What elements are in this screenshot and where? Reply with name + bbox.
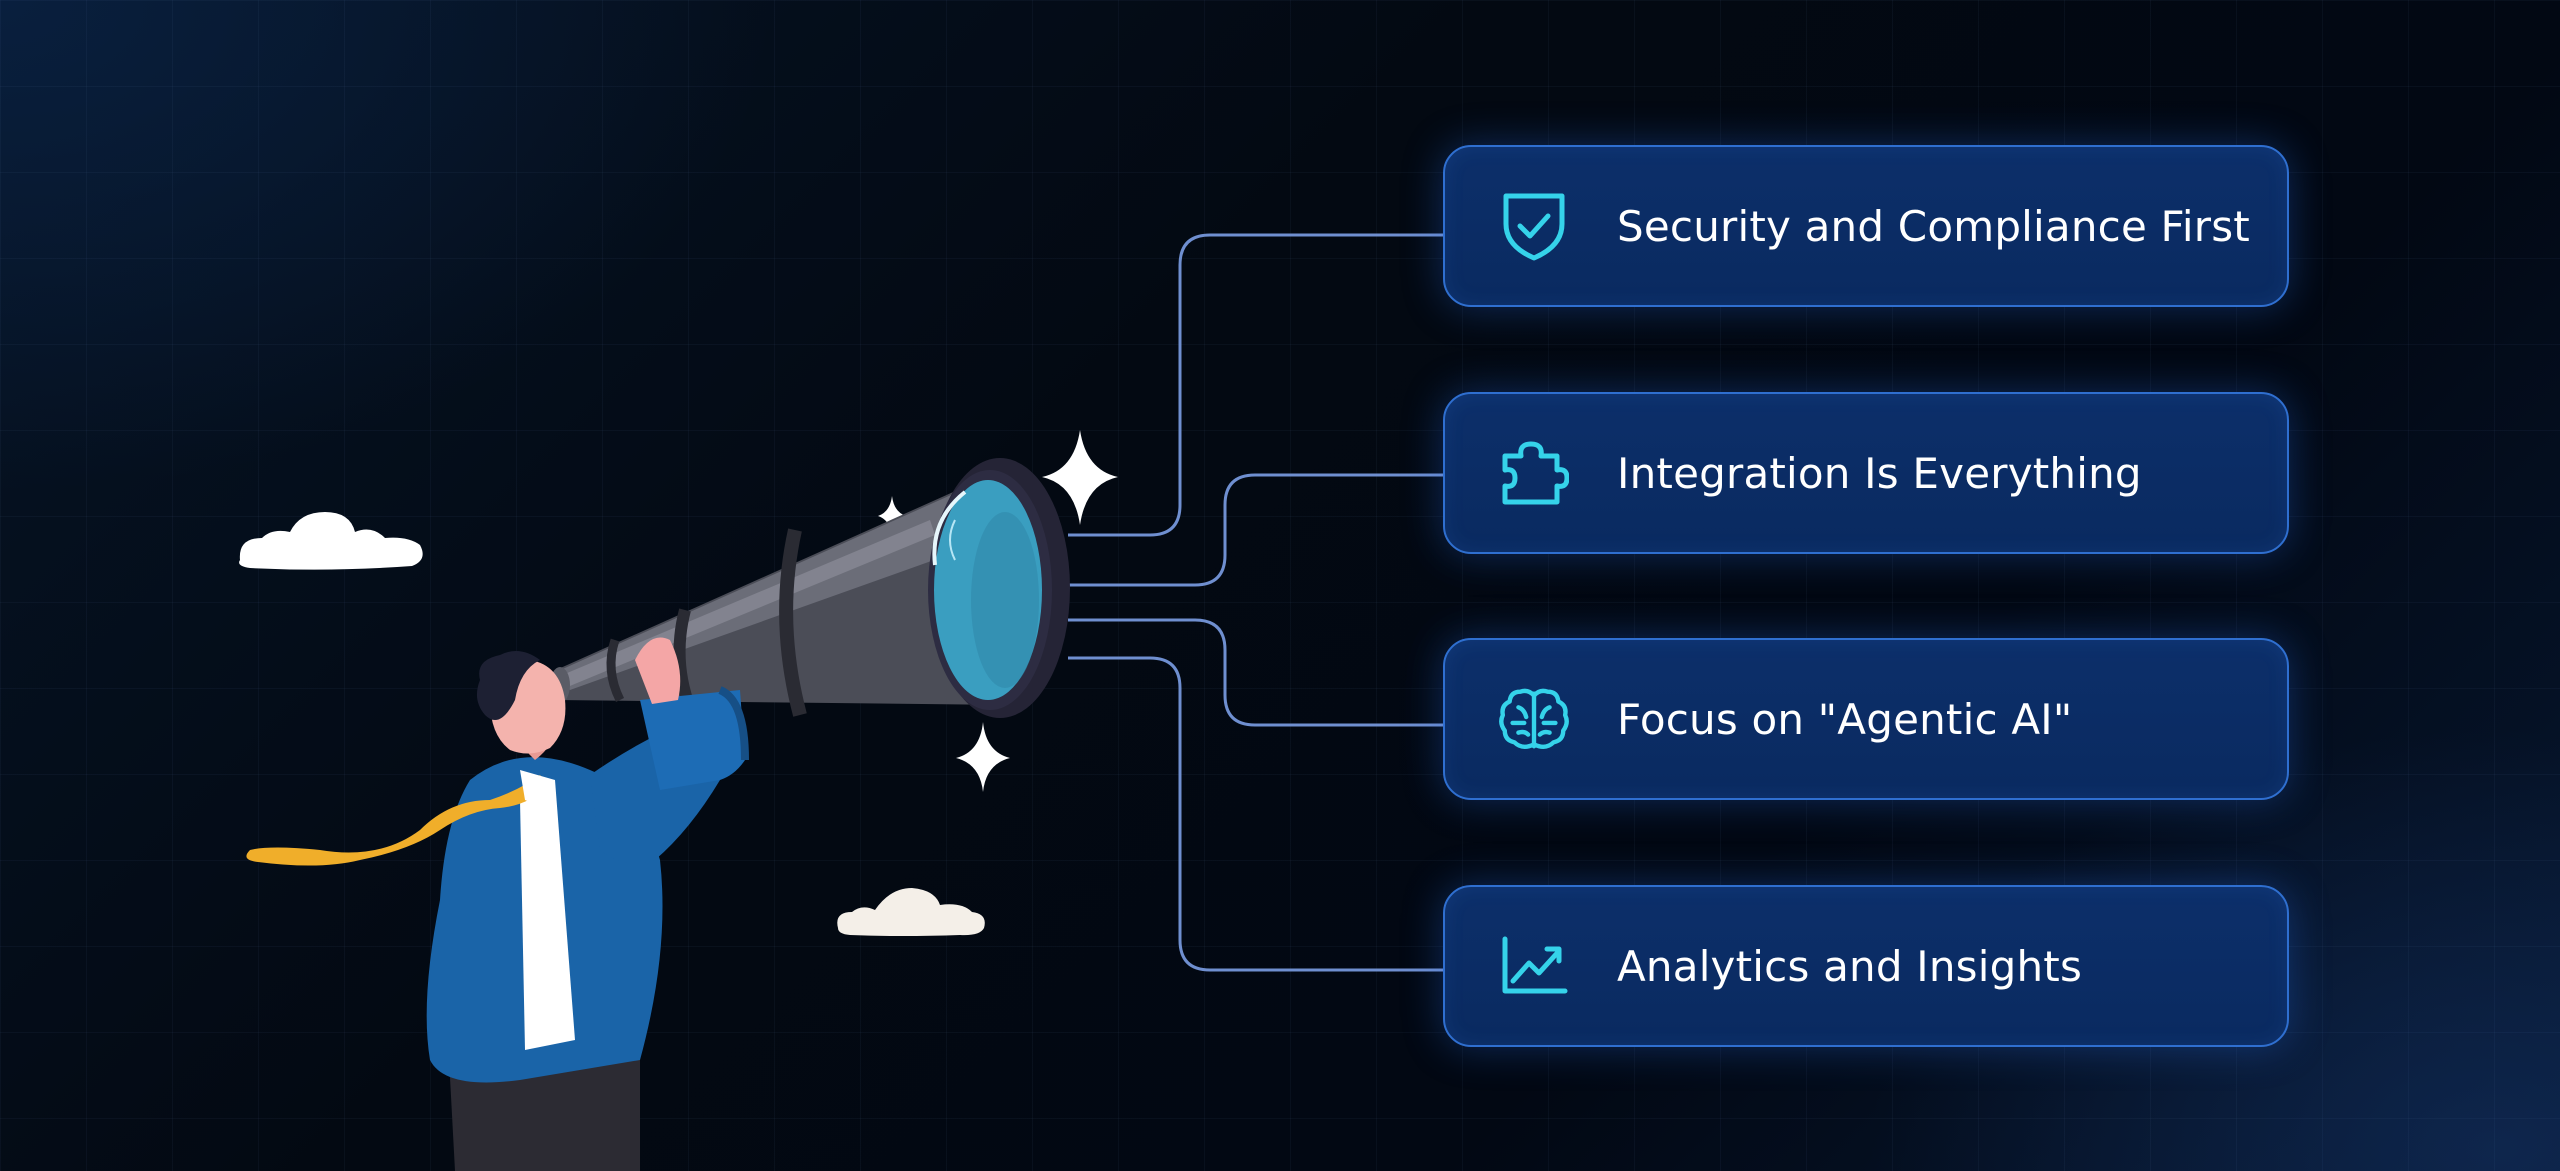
sparkle-large xyxy=(1042,430,1118,525)
puzzle-piece-icon xyxy=(1497,436,1571,510)
cloud-right xyxy=(837,888,985,936)
card-label: Focus on "Agentic AI" xyxy=(1617,694,2073,744)
card-label: Integration Is Everything xyxy=(1617,448,2142,498)
connector-1 xyxy=(1068,233,1443,537)
person-looking-through-telescope xyxy=(246,637,749,1171)
connector-2 xyxy=(1068,473,1443,587)
card-label: Analytics and Insights xyxy=(1617,941,2083,991)
sparkle-bottom xyxy=(956,722,1010,792)
card-security: Security and Compliance First xyxy=(1443,145,2289,307)
shield-check-icon xyxy=(1497,189,1571,263)
connector-lines xyxy=(1068,233,1443,972)
brain-icon xyxy=(1497,682,1571,756)
connector-4 xyxy=(1068,656,1443,972)
cloud-left xyxy=(239,512,423,570)
telescope xyxy=(550,458,1070,718)
connector-3 xyxy=(1068,618,1443,727)
line-chart-icon xyxy=(1497,929,1571,1003)
card-agentic-ai: Focus on "Agentic AI" xyxy=(1443,638,2289,800)
card-integration: Integration Is Everything xyxy=(1443,392,2289,554)
card-label: Security and Compliance First xyxy=(1617,201,2250,251)
sparkle-small xyxy=(878,496,906,536)
card-analytics: Analytics and Insights xyxy=(1443,885,2289,1047)
